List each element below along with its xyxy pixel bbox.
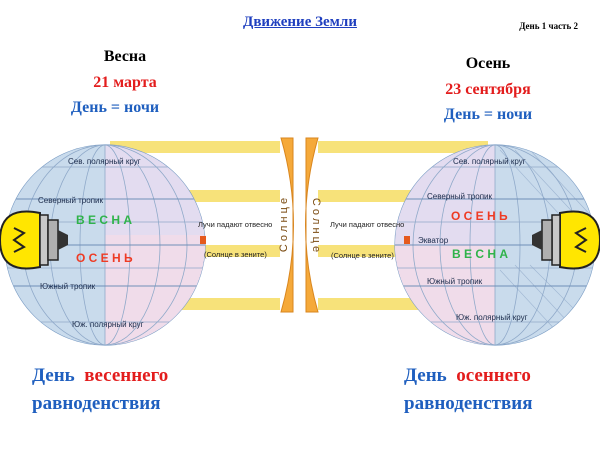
right-caption-word1: День — [404, 365, 447, 386]
left-arctic-circle-label: Сев. полярный круг — [68, 157, 141, 166]
right-caption-word2: осеннего — [456, 365, 531, 386]
left-caption-word2: весеннего — [84, 365, 169, 386]
right-caption-line2: равноденствия — [404, 393, 533, 414]
left-caption: День весеннего равноденствия — [32, 362, 168, 418]
left-rays-vertical-label: Лучи падают отвесно — [198, 220, 272, 229]
right-tropic-south-label: Южный тропик — [427, 277, 483, 286]
left-season-top-label: В Е С Н А — [76, 213, 132, 227]
right-zenith-marker — [404, 236, 410, 244]
right-tropic-north-label: Северный тропик — [427, 192, 493, 201]
right-day-equals-night: День = ночи — [443, 106, 533, 123]
left-caption-word1: День — [32, 365, 75, 386]
right-season-top-label: О С Е Н Ь — [451, 209, 508, 223]
left-season-title: Весна — [103, 48, 147, 65]
right-rays-vertical-label: Лучи падают отвесно — [330, 220, 404, 229]
left-lightbulb-icon — [0, 210, 68, 270]
left-season-bottom-label: О С Е Н Ь — [76, 251, 133, 265]
right-season-title: Осень — [465, 55, 511, 72]
left-tropic-south-label: Южный тропик — [40, 282, 96, 291]
sun-lens-right: С о л н ц е — [305, 137, 322, 313]
right-equator-label: Экватор — [418, 236, 449, 245]
sun-lens-left: С о л н ц е — [278, 137, 294, 313]
left-sun-zenith-label: (Солнце в зените) — [204, 250, 267, 259]
sun-label-right: С о л н ц е — [310, 198, 322, 252]
left-day-equals-night: День = ночи — [70, 99, 160, 116]
right-date: 23 сентября — [445, 81, 531, 98]
right-caption: День осеннего равноденствия — [404, 362, 532, 418]
sun-label-left: С о л н ц е — [278, 198, 290, 252]
left-caption-line2: равноденствия — [32, 393, 161, 414]
right-sun-zenith-label: (Солнце в зените) — [331, 251, 394, 260]
left-zenith-marker — [200, 236, 206, 244]
page-title: Движение Земли — [243, 14, 357, 30]
day-part-label: День 1 часть 2 — [519, 21, 578, 31]
right-lightbulb-icon — [532, 210, 600, 270]
left-tropic-north-label: Северный тропик — [38, 196, 104, 205]
right-antarctic-circle-label: Юж. полярный круг — [456, 313, 528, 322]
right-season-bottom-label: В Е С Н А — [452, 247, 508, 261]
left-date: 21 марта — [93, 74, 157, 91]
left-antarctic-circle-label: Юж. полярный круг — [72, 320, 144, 329]
right-arctic-circle-label: Сев. полярный круг — [453, 157, 526, 166]
